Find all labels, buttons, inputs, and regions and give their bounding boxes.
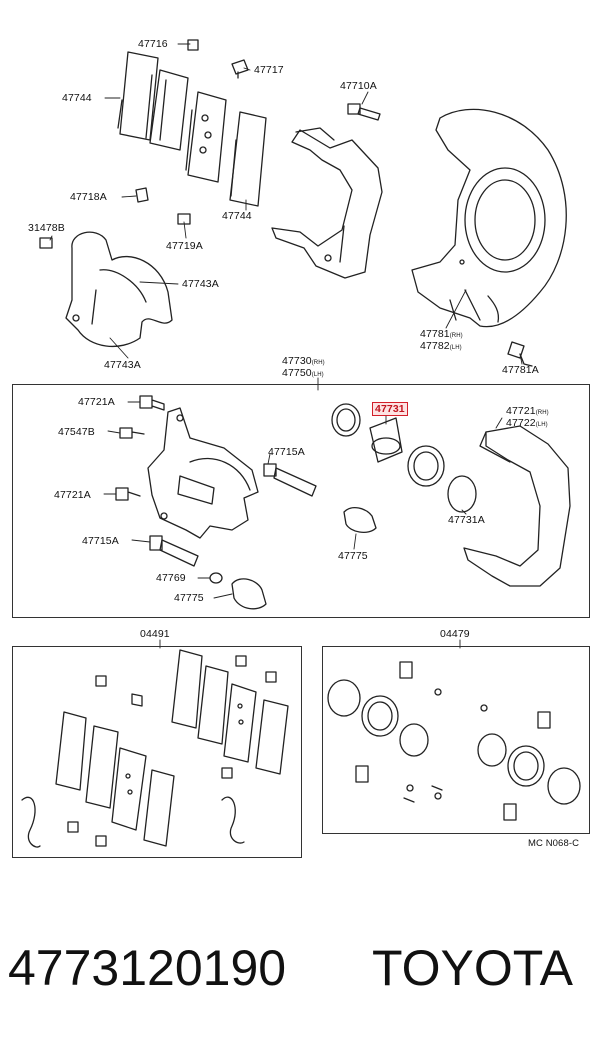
label-47731-highlighted[interactable]: 47731: [372, 402, 408, 416]
pad-kit-frame: [12, 646, 302, 858]
pad-kit-springs-icon: [21, 796, 245, 848]
label-47710A[interactable]: 47710A: [340, 80, 377, 92]
label-47769[interactable]: 47769: [156, 572, 186, 584]
pad-kit-clips-icon: [67, 655, 277, 847]
diagram-code: MC N068-C: [528, 838, 580, 849]
label-47731A[interactable]: 47731A: [448, 514, 485, 526]
pad-kit-upper-pads-icon: [171, 649, 289, 775]
seal-kit-rings-icon: [327, 679, 581, 805]
label-47730-rh[interactable]: 47730(RH): [282, 355, 325, 367]
label-47782-lh[interactable]: 47782(LH): [420, 340, 462, 352]
label-47721-rh[interactable]: 47721(RH): [506, 405, 549, 417]
bolt-47781A-icon: [507, 341, 533, 367]
label-47721A-top[interactable]: 47721A: [78, 396, 115, 408]
label-47721A-lower[interactable]: 47721A: [54, 489, 91, 501]
bolt-47710A-icon: [347, 103, 381, 121]
pad-kit-shim-icon: [55, 711, 175, 847]
caliper-assembly-icon: [147, 407, 259, 539]
boot-47775-right-icon: [343, 506, 377, 534]
brake-pad-outer-icon: [185, 91, 227, 183]
label-47722-lh[interactable]: 47722(LH): [506, 417, 548, 429]
label-47743A-lower[interactable]: 47743A: [104, 359, 141, 371]
label-47716[interactable]: 47716: [138, 38, 168, 50]
piston-47731-icon: [369, 417, 403, 463]
label-kit-04491[interactable]: 04491: [140, 628, 170, 640]
part-number: 4773120190: [8, 940, 287, 996]
label-47781-rh[interactable]: 47781(RH): [420, 328, 463, 340]
brake-pad-inner-icon: [145, 69, 189, 151]
label-47719A[interactable]: 47719A: [166, 240, 203, 252]
diagram-line-art: [21, 39, 581, 848]
part-footer: 4773120190 TOYOTA: [0, 930, 600, 1020]
disc-dust-cover-icon: [411, 108, 567, 328]
label-47547B[interactable]: 47547B: [58, 426, 95, 438]
torque-plate-mid-icon: [463, 425, 571, 587]
label-31478B[interactable]: 31478B: [28, 222, 65, 234]
guide-pin-upper-icon: [263, 463, 317, 497]
parts-diagram: 47716 47717 47744 47710A 47718A 47744 31…: [12, 38, 590, 858]
dust-boot-icon: [407, 445, 445, 487]
anti-squeal-shim-2-icon: [229, 111, 267, 207]
label-47743A-right[interactable]: 47743A: [182, 278, 219, 290]
label-47775-left[interactable]: 47775: [174, 592, 204, 604]
ring-47731A-icon: [447, 475, 477, 513]
label-47775-right[interactable]: 47775: [338, 550, 368, 562]
label-kit-04479[interactable]: 04479: [440, 628, 470, 640]
label-47750-lh[interactable]: 47750(LH): [282, 367, 324, 379]
bleeder-31478B-icon: [39, 237, 53, 249]
caliper-body-top-icon: [65, 231, 173, 348]
boot-47775-left-icon: [231, 578, 267, 610]
caliper-assembly-frame: [12, 384, 590, 618]
guide-pin-lower-icon: [149, 535, 199, 567]
label-47744-lower[interactable]: 47744: [222, 210, 252, 222]
label-47715A-lower[interactable]: 47715A: [82, 535, 119, 547]
leader-lines: [49, 43, 523, 649]
label-47715A-upper[interactable]: 47715A: [268, 446, 305, 458]
torque-plate-top-icon: [271, 127, 383, 279]
label-47744-top[interactable]: 47744: [62, 92, 92, 104]
brand-name: TOYOTA: [372, 940, 573, 996]
bolts-left-icon: [115, 395, 165, 501]
seal-kit-frame: [322, 646, 590, 834]
piston-seal-icon: [331, 403, 361, 437]
label-47718A[interactable]: 47718A: [70, 191, 107, 203]
seal-kit-small-parts-icon: [355, 661, 551, 821]
label-47717[interactable]: 47717: [254, 64, 284, 76]
label-47781A[interactable]: 47781A: [502, 364, 539, 376]
pad-clips-icon: [135, 39, 249, 225]
